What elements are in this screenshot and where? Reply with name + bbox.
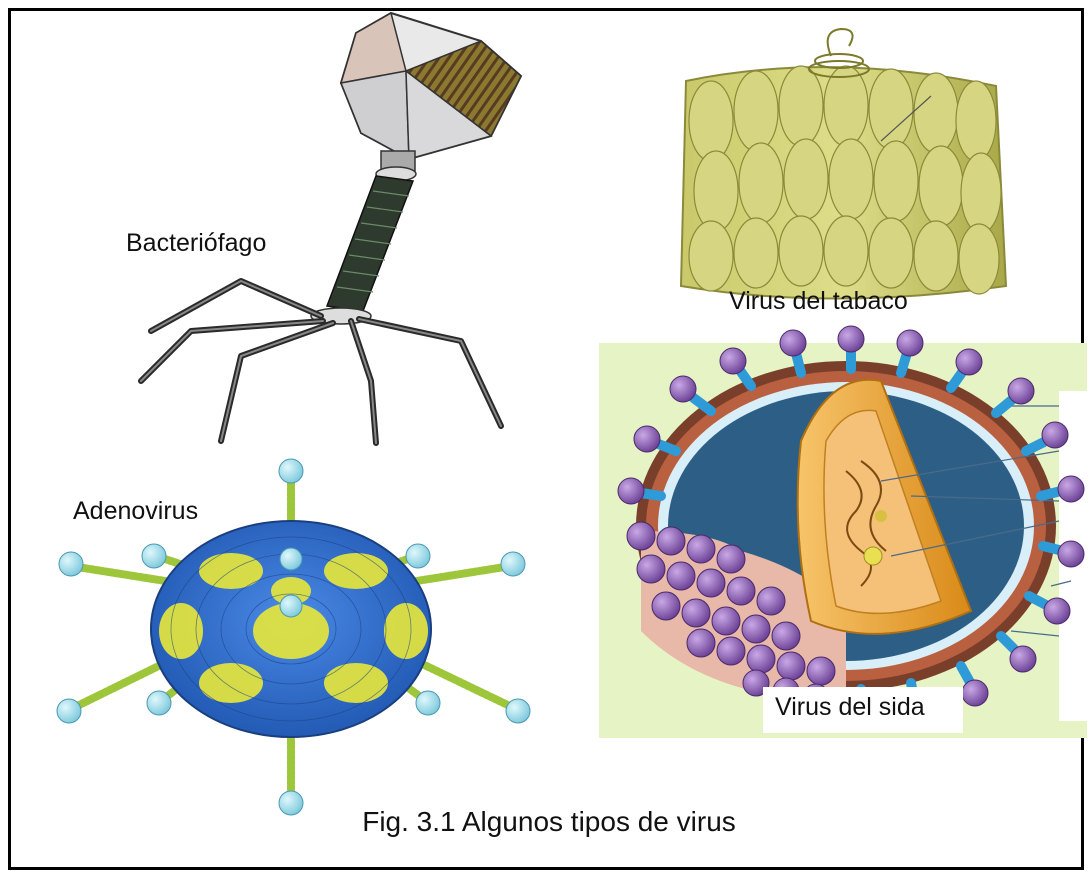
tobacco-virus-drawing xyxy=(681,29,1006,299)
hiv-drawing xyxy=(599,326,1087,738)
label-adenovirus: Adenovirus xyxy=(73,497,198,526)
label-bacteriophage: Bacteriófago xyxy=(126,229,266,258)
phage-tail xyxy=(327,176,413,311)
label-hiv: Virus del sida xyxy=(775,693,925,722)
virus-illustrations xyxy=(11,11,1087,873)
figure-frame: Bacteriófago Virus del tabaco Adenovirus… xyxy=(8,8,1084,870)
bacteriophage-drawing xyxy=(141,13,521,443)
label-tobacco-virus: Virus del tabaco xyxy=(729,287,908,316)
figure-caption: Fig. 3.1 Algunos tipos de virus xyxy=(11,806,1087,838)
